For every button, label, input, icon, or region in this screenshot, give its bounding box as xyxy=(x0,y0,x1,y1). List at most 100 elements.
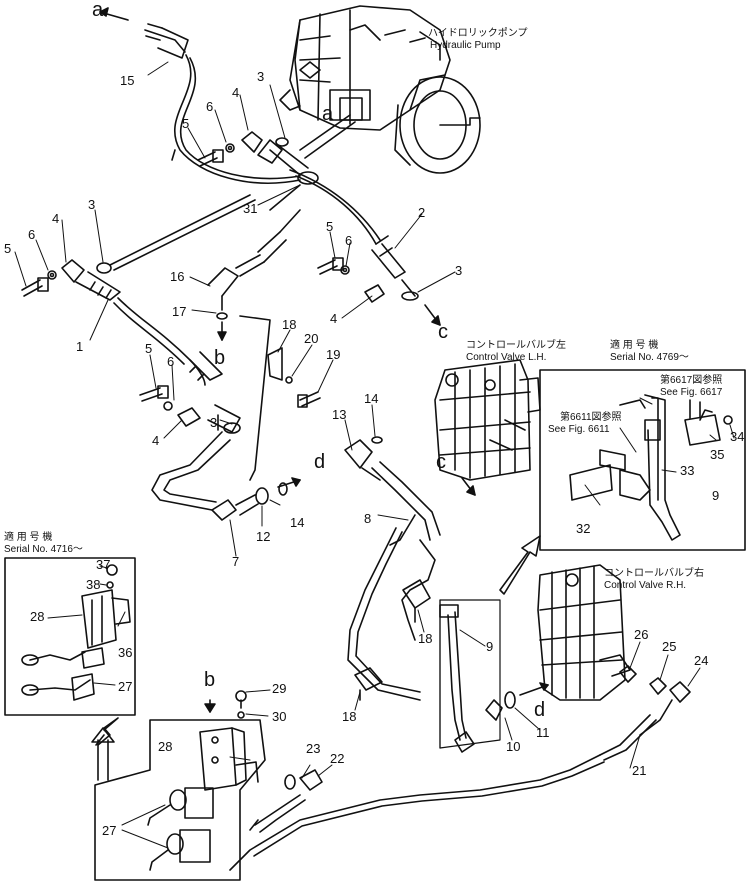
part-number: 19 xyxy=(326,347,341,362)
part-number: 36 xyxy=(118,645,133,660)
serial-4716-label: Serial No. 4716～ xyxy=(4,544,83,555)
inset-4716 xyxy=(4,557,136,781)
connection-letter-a: a xyxy=(92,0,104,21)
pump-label-en: Hydraulic Pump xyxy=(430,40,501,51)
serial-4769-label: Serial No. 4769～ xyxy=(610,352,689,363)
cv-rh-label-en: Control Valve R.H. xyxy=(604,580,687,591)
part-number: 15 xyxy=(120,73,135,88)
part-number: 13 xyxy=(332,407,347,422)
part-number: 17 xyxy=(172,304,187,319)
part-number: 27 xyxy=(118,679,133,694)
hose-15 xyxy=(99,7,301,184)
cv-lh-label-jp: コントロールバルブ左 xyxy=(466,340,566,351)
part-number: 32 xyxy=(576,521,591,536)
part-number: 22 xyxy=(330,751,345,766)
clamp-18-top xyxy=(267,347,321,408)
cv-lh-label-en: Control Valve L.H. xyxy=(466,352,547,363)
serial-4769-jp: 適 用 号 機 xyxy=(610,340,659,351)
part-number: 12 xyxy=(256,529,271,544)
right-flange-set xyxy=(317,235,441,326)
pipe-8 xyxy=(347,461,441,701)
part-number: 4 xyxy=(52,211,60,226)
part-number: 30 xyxy=(272,709,287,724)
part-number: 3 xyxy=(210,415,218,430)
part-number: 26 xyxy=(634,627,649,642)
fitting-31 xyxy=(109,97,381,271)
part-number: 27 xyxy=(102,823,117,838)
elbow-16 xyxy=(207,209,301,341)
part-number: 8 xyxy=(364,511,372,526)
part-number: 38 xyxy=(86,577,101,592)
part-number: 25 xyxy=(662,639,677,654)
connection-letter-c: c xyxy=(436,451,446,473)
part-number: 33 xyxy=(680,463,695,478)
part-number: 35 xyxy=(710,447,725,462)
part-number: 3 xyxy=(257,69,265,84)
part-number: 24 xyxy=(694,653,709,668)
part-number: 28 xyxy=(30,609,45,624)
fig6617-en: See Fig. 6617 xyxy=(660,387,723,398)
part-number: 5 xyxy=(182,116,190,131)
part-number: 5 xyxy=(326,219,334,234)
upper-flange-set xyxy=(197,131,289,167)
connection-letter-b: b xyxy=(214,347,226,369)
part-number: 18 xyxy=(418,631,433,646)
part-number: 5 xyxy=(145,341,153,356)
part-number: 6 xyxy=(167,354,175,369)
part-number: 10 xyxy=(506,739,521,754)
pipe-9 xyxy=(439,599,501,753)
part-number: 4 xyxy=(232,85,240,100)
part-number: 23 xyxy=(306,741,321,756)
connection-letter-a: a xyxy=(322,103,334,125)
inset-4769 xyxy=(539,369,746,551)
clamp-18-mid xyxy=(402,579,431,623)
pipe-7 xyxy=(139,315,288,521)
part-number: 7 xyxy=(232,554,240,569)
cv-rh-label-jp: コントロールバルブ右 xyxy=(604,568,704,579)
control-valve-lh xyxy=(434,359,541,481)
pump-label-jp: ハイドロリックポンプ xyxy=(428,28,528,39)
hose-21 xyxy=(229,714,657,871)
part-number: 16 xyxy=(170,269,185,284)
connection-letter-b: b xyxy=(204,669,216,691)
part-number: 3 xyxy=(455,263,463,278)
part-number: 14 xyxy=(290,515,305,530)
part-number: 9 xyxy=(712,488,720,503)
left-flange-set xyxy=(21,259,223,386)
part-number: 6 xyxy=(28,227,36,242)
elbow-13 xyxy=(344,436,383,481)
part-number: 37 xyxy=(96,557,111,572)
part-number: 28 xyxy=(158,739,173,754)
part-number: 4 xyxy=(330,311,338,326)
serial-4716-jp: 適 用 号 機 xyxy=(4,532,53,543)
part-number: 4 xyxy=(152,433,160,448)
part-number: 21 xyxy=(632,763,647,778)
part-number: 29 xyxy=(272,681,287,696)
connection-letter-d: d xyxy=(314,451,326,473)
part-number: 2 xyxy=(418,205,426,220)
part-number: 14 xyxy=(364,391,379,406)
part-number: 20 xyxy=(304,331,319,346)
leader-lines xyxy=(14,61,735,849)
hose-22 xyxy=(249,769,323,833)
connection-letter-c: c xyxy=(438,321,448,343)
hydraulic-pump xyxy=(279,5,481,174)
fig6617-jp: 第6617図参照 xyxy=(660,375,723,386)
part-number: 1 xyxy=(76,339,84,354)
fittings-24-26 xyxy=(619,665,691,736)
part-number: 9 xyxy=(486,639,494,654)
part-number: 5 xyxy=(4,241,12,256)
part-number: 18 xyxy=(282,317,297,332)
part-number: 3 xyxy=(88,197,96,212)
part-number: 6 xyxy=(345,233,353,248)
part-number: 11 xyxy=(536,725,550,740)
arrows xyxy=(204,414,541,713)
part-number: 31 xyxy=(243,201,258,216)
part-number: 34 xyxy=(730,429,745,444)
part-number: 18 xyxy=(342,709,357,724)
solenoid-block xyxy=(94,690,266,881)
fig6611-en: See Fig. 6611 xyxy=(548,424,610,435)
fig6611-jp: 第6611図参照 xyxy=(560,412,622,423)
